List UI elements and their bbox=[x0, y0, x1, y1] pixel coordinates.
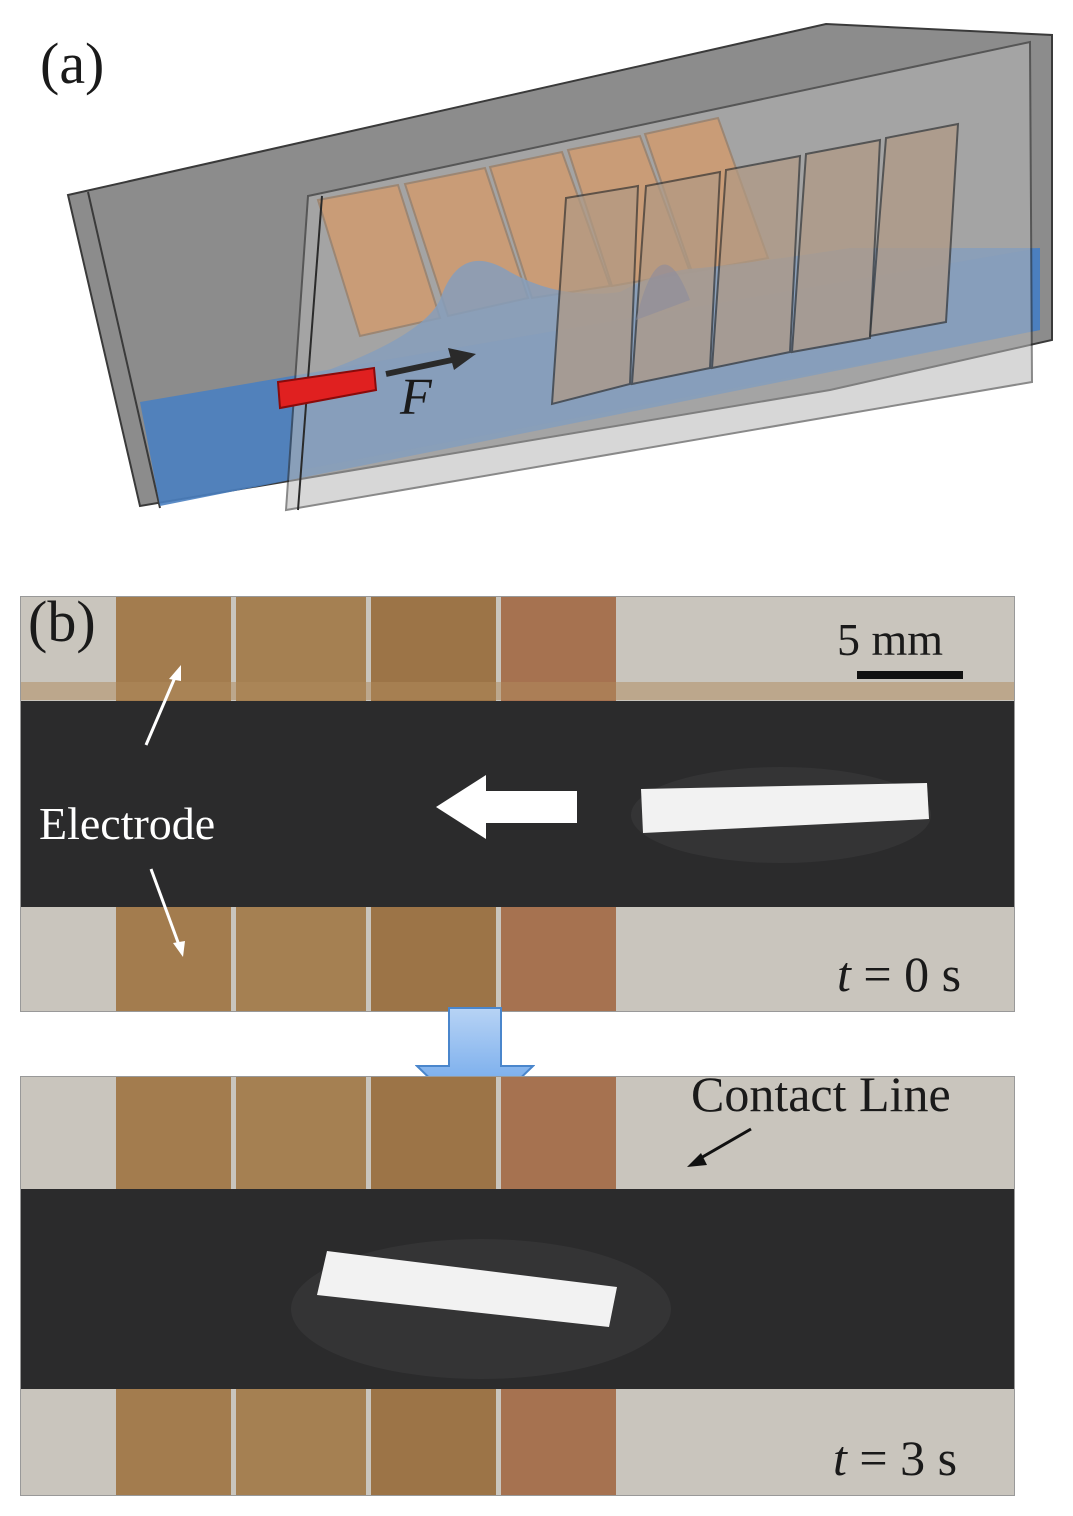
scale-bar-label: 5 mm bbox=[837, 614, 944, 665]
electrode-pointer bbox=[149, 868, 181, 946]
electrode-strip bbox=[116, 1389, 231, 1495]
panel-b-label: (b) bbox=[28, 589, 96, 654]
electrode-strip bbox=[116, 1077, 231, 1189]
time-label: t = 0 s bbox=[837, 945, 961, 1003]
electrode-strip bbox=[371, 1077, 496, 1189]
electrode-strip bbox=[236, 1389, 366, 1495]
panel-a-label: (a) bbox=[40, 31, 105, 96]
time-variable: t bbox=[837, 946, 851, 1002]
photo-t3: Contact Line t = 3 s bbox=[20, 1076, 1015, 1496]
electrode-strip bbox=[236, 1077, 366, 1189]
time-variable: t bbox=[833, 1430, 847, 1486]
electrode-strip bbox=[501, 1389, 616, 1495]
electrode-pointer bbox=[144, 674, 178, 746]
electrode-strip bbox=[371, 907, 496, 1011]
electrode-pointer-head bbox=[173, 941, 185, 957]
channel-schematic bbox=[66, 22, 1053, 512]
electrode-strip bbox=[116, 907, 231, 1011]
floating-object bbox=[641, 783, 929, 833]
scale-bar bbox=[857, 671, 963, 679]
electrode-strip bbox=[371, 1389, 496, 1495]
back-plate-edge bbox=[87, 191, 161, 509]
floating-object bbox=[317, 1251, 617, 1327]
contact-line-label: Contact Line bbox=[691, 1076, 951, 1122]
electrode-strip bbox=[501, 1077, 616, 1189]
force-symbol: F bbox=[400, 369, 432, 426]
floating-object bbox=[276, 366, 378, 410]
contact-line-pointer bbox=[698, 1127, 752, 1161]
time-label: t = 3 s bbox=[833, 1429, 957, 1487]
photo-t0-scene bbox=[21, 597, 1014, 1011]
electrode-strip-front bbox=[790, 138, 882, 354]
photo-t0: Electrode 5 mm t = 0 s bbox=[20, 596, 1015, 1012]
motion-arrow bbox=[436, 775, 577, 839]
electrode-pointer-head bbox=[169, 665, 181, 681]
force-arrow-head bbox=[448, 348, 476, 370]
electrode-strip-front bbox=[550, 184, 640, 406]
time-value: = 3 s bbox=[846, 1430, 958, 1486]
contact-line-pointer-head bbox=[687, 1153, 707, 1167]
electrode-label: Electrode bbox=[39, 798, 216, 849]
time-value: = 0 s bbox=[850, 946, 962, 1002]
meniscus-bump bbox=[636, 264, 690, 320]
electrode-strip-front bbox=[868, 122, 960, 338]
front-plate-edge bbox=[297, 195, 323, 511]
force-arrow-shaft bbox=[385, 357, 453, 377]
electrode-strip-front bbox=[710, 154, 802, 370]
electrode-strip bbox=[236, 907, 366, 1011]
electrode-strip bbox=[501, 907, 616, 1011]
photo-t3-scene bbox=[21, 1077, 1014, 1495]
